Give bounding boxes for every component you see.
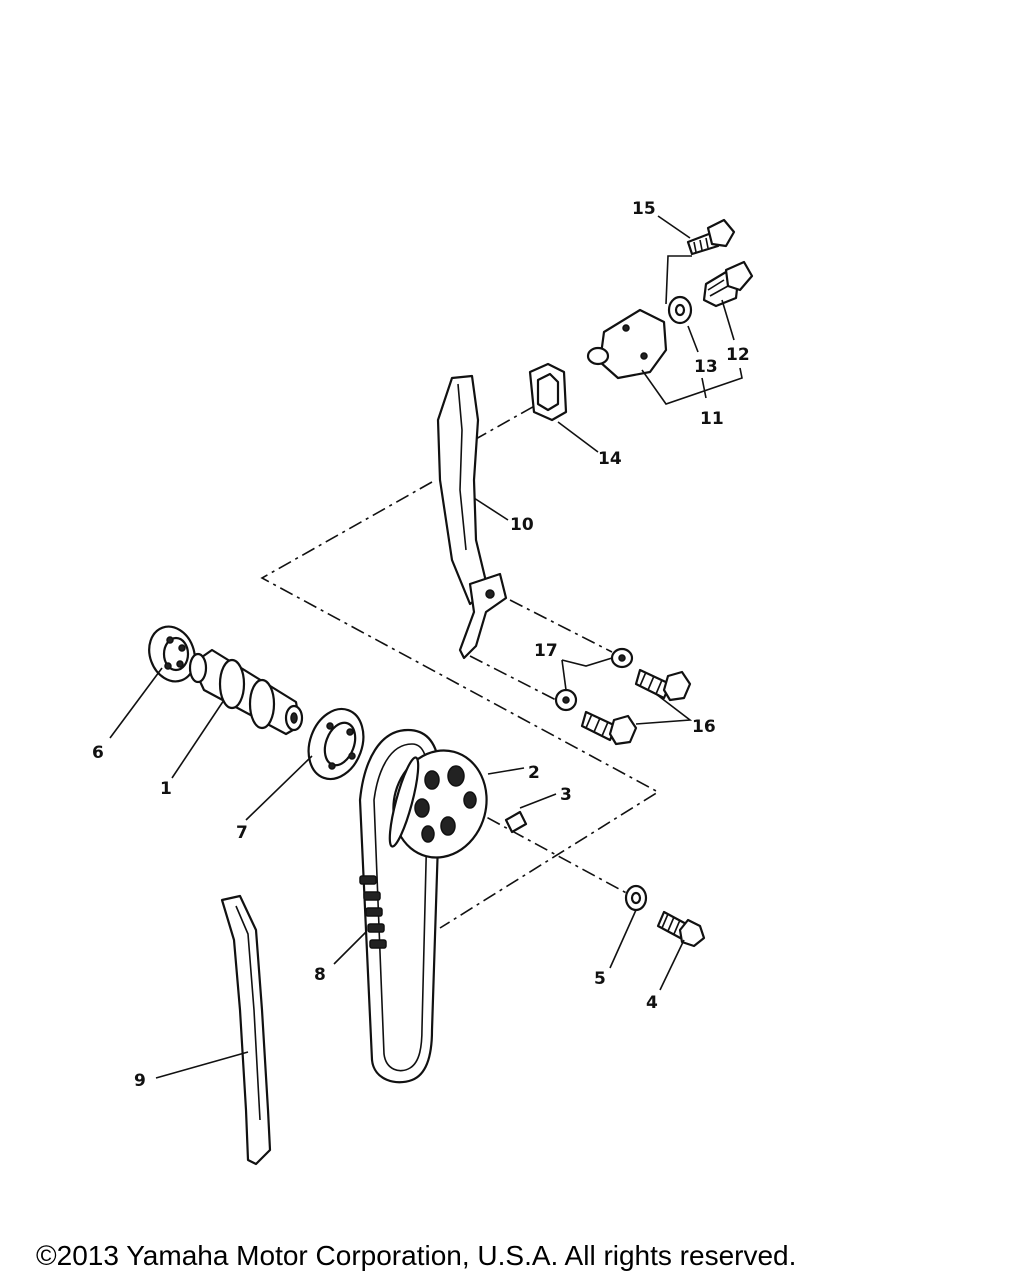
callout-labels: 1 2 3 4 5 6 7 8 9 10 11 12 13 14 15 16 1… bbox=[92, 199, 750, 1091]
part-11-chain-tensioner bbox=[586, 308, 668, 380]
part-13-washer bbox=[667, 295, 693, 325]
part-2-cam-sprocket bbox=[388, 749, 488, 859]
part-9-chain-guide bbox=[220, 894, 272, 1166]
leader-lines bbox=[109, 215, 743, 1079]
callout-9: 9 bbox=[134, 1071, 146, 1091]
callout-12: 12 bbox=[726, 345, 750, 365]
callout-6: 6 bbox=[92, 743, 104, 763]
callout-7: 7 bbox=[236, 823, 248, 843]
part-17-washers bbox=[554, 647, 634, 712]
callout-5: 5 bbox=[594, 969, 606, 989]
part-10-chain-guide bbox=[436, 374, 508, 660]
callout-2: 2 bbox=[528, 763, 540, 783]
callout-8: 8 bbox=[314, 965, 326, 985]
callout-11: 11 bbox=[700, 409, 724, 429]
callout-10: 10 bbox=[510, 515, 534, 535]
callout-17: 17 bbox=[534, 641, 558, 661]
part-7-bearing bbox=[307, 707, 365, 781]
camshaft-chain-exploded-diagram: 1 2 3 4 5 6 7 8 9 10 11 12 13 14 15 16 1… bbox=[92, 199, 754, 1166]
part-14-gasket bbox=[528, 362, 568, 422]
callout-3: 3 bbox=[560, 785, 572, 805]
copyright-notice: ©2013 Yamaha Motor Corporation, U.S.A. A… bbox=[36, 1240, 797, 1271]
part-4-bolt bbox=[656, 910, 706, 948]
callout-15: 15 bbox=[632, 199, 656, 219]
callout-16: 16 bbox=[692, 717, 716, 737]
part-12-cap-bolt bbox=[702, 260, 754, 308]
callout-4: 4 bbox=[646, 993, 658, 1013]
part-15-bolt bbox=[686, 218, 736, 256]
callout-14: 14 bbox=[598, 449, 622, 469]
part-3-dowel-pin bbox=[504, 810, 528, 834]
part-5-washer bbox=[624, 884, 648, 912]
callout-1: 1 bbox=[160, 779, 172, 799]
part-6-bearing bbox=[148, 625, 196, 683]
part-16-bolts bbox=[580, 668, 692, 746]
callout-13: 13 bbox=[694, 357, 718, 377]
part-1-camshaft bbox=[188, 648, 304, 736]
